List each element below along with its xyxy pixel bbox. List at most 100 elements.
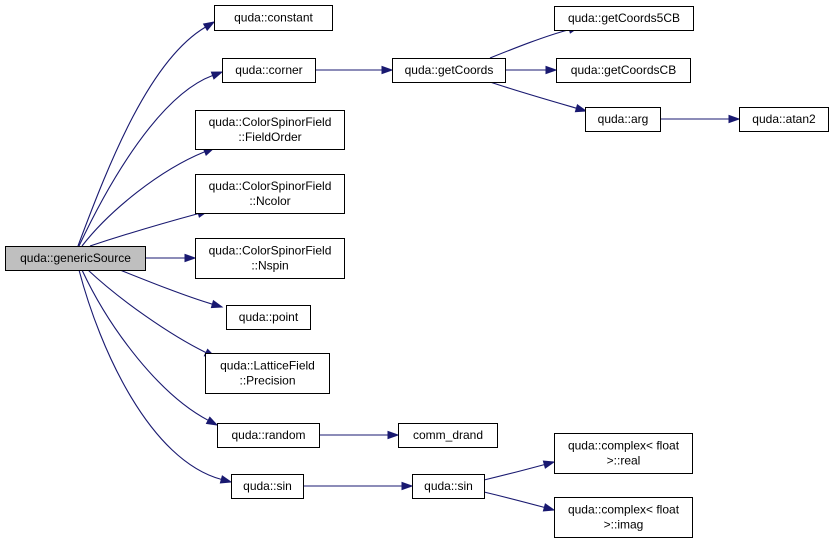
node-box (554, 433, 693, 474)
node-getCoords5CB[interactable]: quda::getCoords5CB (554, 6, 694, 31)
edge-arrowhead (219, 475, 233, 484)
node-box (739, 107, 829, 132)
edge-genericSource-to-corner (78, 71, 224, 247)
edge-arrowhead (401, 481, 414, 491)
node-label: quda::arg (598, 112, 649, 126)
node-constant[interactable]: quda::constant (214, 5, 333, 31)
edge-line (489, 81, 577, 109)
edge-sin2-to-real (483, 460, 556, 481)
node-label: quda::atan2 (752, 112, 816, 126)
edge-arrowhead (210, 299, 224, 309)
node-label: quda::ColorSpinorField (209, 244, 332, 258)
edge-getCoords-to-arg (489, 81, 588, 113)
edge-genericSource-to-precision (87, 269, 217, 358)
edge-line (77, 26, 206, 247)
edge-genericSource-to-ncolor (89, 209, 210, 247)
node-box (205, 353, 330, 394)
node-box (226, 305, 311, 330)
node-label: ::Precision (239, 374, 295, 388)
node-sin1[interactable]: quda::sin (231, 474, 304, 499)
node-box (554, 6, 694, 31)
edge-genericSource-to-constant (77, 21, 216, 247)
node-box (222, 58, 316, 83)
node-precision[interactable]: quda::LatticeField::Precision (205, 353, 330, 394)
edge-line (87, 269, 207, 354)
node-label: quda::corner (235, 63, 302, 77)
edge-line (489, 29, 570, 59)
edge-arrowhead (387, 430, 400, 440)
node-getCoords[interactable]: quda::getCoords (392, 58, 506, 83)
edge-line (78, 74, 213, 247)
node-label: >::real (607, 454, 641, 468)
node-label: quda::LatticeField (220, 359, 315, 373)
node-comm_drand[interactable]: comm_drand (398, 423, 498, 448)
node-box (5, 246, 146, 271)
node-box (231, 474, 304, 499)
edge-arrowhead (381, 65, 394, 75)
node-box (392, 58, 506, 83)
node-label: quda::ColorSpinorField (209, 115, 332, 129)
edge-sin1-to-sin2 (303, 481, 414, 491)
edge-arrowhead (728, 114, 741, 124)
node-box (412, 474, 485, 499)
edge-getCoords-to-getCoordsCB (505, 65, 558, 75)
node-label: quda::getCoordsCB (571, 63, 676, 77)
node-label: quda::ColorSpinorField (209, 179, 332, 193)
edge-arrowhead (184, 253, 197, 263)
edge-arrowhead (574, 103, 588, 113)
node-label: quda::complex< float (568, 439, 680, 453)
node-nspin[interactable]: quda::ColorSpinorField::Nspin (195, 238, 345, 279)
node-label: quda::getCoords5CB (568, 11, 680, 25)
node-box (556, 58, 691, 83)
node-label: quda::genericSource (20, 251, 131, 265)
node-imag[interactable]: quda::complex< float>::imag (554, 497, 693, 538)
node-box (195, 238, 345, 279)
edge-arrowhead (542, 503, 556, 512)
node-sin2[interactable]: quda::sin (412, 474, 485, 499)
node-arg[interactable]: quda::arg (585, 107, 661, 132)
edge-genericSource-to-point (119, 269, 224, 309)
node-genericSource: quda::genericSource (5, 246, 146, 271)
node-label: ::FieldOrder (238, 130, 301, 144)
node-atan2[interactable]: quda::atan2 (739, 107, 829, 132)
node-label: >::imag (604, 518, 644, 532)
node-random[interactable]: quda::random (217, 423, 320, 448)
edge-corner-to-getCoords (315, 65, 394, 75)
edge-line (119, 269, 213, 305)
edge-sin2-to-imag (483, 491, 556, 512)
edge-line (81, 151, 205, 247)
edge-line (78, 269, 222, 480)
node-corner[interactable]: quda::corner (222, 58, 316, 83)
node-fieldorder[interactable]: quda::ColorSpinorField::FieldOrder (195, 110, 345, 150)
edge-random-to-comm_drand (319, 430, 400, 440)
edge-arrowhead (205, 416, 219, 426)
node-label: quda::getCoords (405, 63, 494, 77)
edge-line (483, 464, 545, 481)
node-label: quda::random (231, 428, 305, 442)
node-label: quda::constant (234, 11, 313, 25)
node-ncolor[interactable]: quda::ColorSpinorField::Ncolor (195, 174, 345, 214)
node-label: quda::sin (424, 479, 473, 493)
node-label: ::Ncolor (249, 194, 290, 208)
node-real[interactable]: quda::complex< float>::real (554, 433, 693, 474)
node-label: comm_drand (413, 428, 483, 442)
node-label: quda::point (239, 310, 299, 324)
node-layer: quda::genericSource quda::constantquda::c… (5, 5, 829, 538)
node-box (398, 423, 498, 448)
node-box (214, 5, 333, 31)
edge-arrowhead (545, 65, 558, 75)
node-getCoordsCB[interactable]: quda::getCoordsCB (556, 58, 691, 83)
node-box (195, 174, 345, 214)
node-box (217, 423, 320, 448)
node-box (554, 497, 693, 538)
edge-line (89, 213, 199, 247)
node-label: ::Nspin (251, 259, 288, 273)
node-label: quda::complex< float (568, 503, 680, 517)
edge-arrowhead (210, 71, 224, 80)
edge-genericSource-to-random (81, 269, 219, 426)
node-point[interactable]: quda::point (226, 305, 311, 330)
edge-genericSource-to-nspin (144, 253, 197, 263)
edge-line (81, 269, 209, 421)
edge-genericSource-to-sin1 (78, 269, 233, 484)
